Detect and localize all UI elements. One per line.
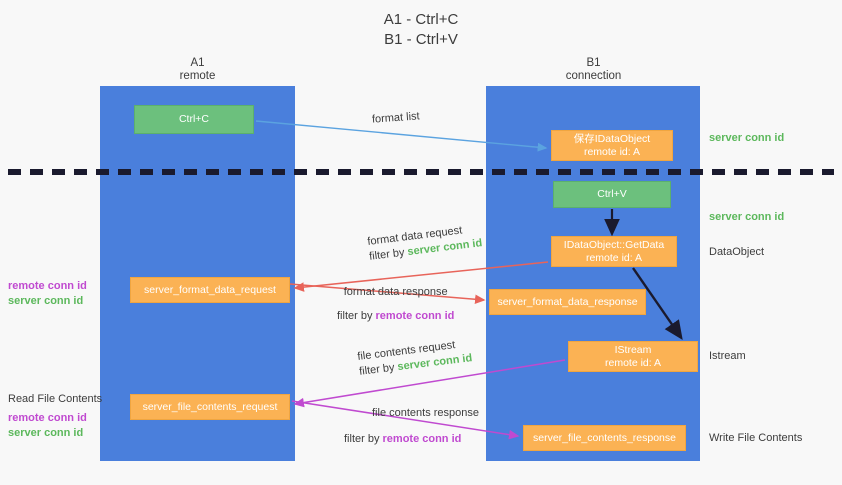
label-read-file-contents: Read File Contents bbox=[8, 393, 103, 405]
node-istream[interactable]: IStream remote id: A bbox=[568, 341, 698, 372]
key-remote-conn-id: remote conn id bbox=[375, 310, 455, 322]
label-server-conn-id: server conn id bbox=[8, 427, 84, 439]
node-server-file-contents-request[interactable]: server_file_contents_request bbox=[130, 394, 290, 420]
label-left-conn-ids-mid: remote conn id server conn id bbox=[8, 279, 87, 309]
key-remote-conn-id: remote conn id bbox=[382, 433, 462, 445]
label-format-data-response: format data response filter by remote co… bbox=[337, 285, 454, 324]
node-server-format-data-request[interactable]: server_format_data_request bbox=[130, 277, 290, 303]
label-istream: Istream bbox=[709, 350, 746, 362]
label-file-contents-response-filter: filter by remote conn id bbox=[344, 433, 462, 445]
label-dataobject: DataObject bbox=[709, 246, 765, 258]
node-ctrl-c[interactable]: Ctrl+C bbox=[134, 105, 254, 134]
label-server-conn-id-mid: server conn id bbox=[709, 211, 785, 223]
label-file-contents-response-title: file contents response bbox=[372, 407, 480, 419]
label-format-data-response-filter: filter by remote conn id bbox=[337, 310, 455, 322]
label-write-file-contents: Write File Contents bbox=[709, 432, 803, 444]
node-server-file-contents-response[interactable]: server_file_contents_response bbox=[523, 425, 686, 451]
node-idataobject-getdata[interactable]: IDataObject::GetData remote id: A bbox=[551, 236, 677, 267]
label-remote-conn-id: remote conn id bbox=[8, 412, 87, 424]
node-idataobject[interactable]: 保存IDataObject remote id: A bbox=[551, 130, 673, 161]
label-format-data-response-title: format data response bbox=[343, 286, 448, 298]
label-file-contents-response: file contents response filter by remote … bbox=[344, 406, 479, 447]
label-server-conn-id-top: server conn id bbox=[709, 132, 785, 144]
lane-header-b1: B1 connection bbox=[565, 57, 622, 82]
label-server-conn-id: server conn id bbox=[8, 295, 84, 307]
node-ctrl-v[interactable]: Ctrl+V bbox=[553, 181, 671, 208]
lane-header-a1: A1 remote bbox=[179, 57, 216, 82]
page-title: A1 - Ctrl+C B1 - Ctrl+V bbox=[383, 11, 459, 48]
label-left-conn-ids-bottom: remote conn id server conn id bbox=[8, 411, 87, 441]
label-remote-conn-id: remote conn id bbox=[8, 280, 87, 292]
node-server-format-data-response[interactable]: server_format_data_response bbox=[489, 289, 646, 315]
